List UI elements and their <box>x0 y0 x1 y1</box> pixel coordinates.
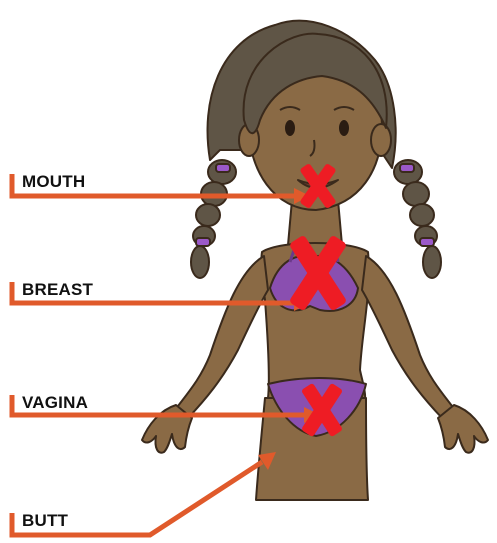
left-hair-tie <box>196 238 210 246</box>
right-hair-tie <box>420 238 434 246</box>
left-eye <box>285 120 295 136</box>
left-braid <box>191 160 236 278</box>
right-braid <box>394 160 441 278</box>
right-eye <box>339 120 349 136</box>
left-hair-tie-top <box>216 164 230 172</box>
right-ear <box>371 124 391 156</box>
right-hand <box>438 405 488 453</box>
left-hand <box>142 405 192 453</box>
vagina-label: VAGINA <box>22 393 88 413</box>
left-arm <box>175 256 268 418</box>
right-arm <box>362 256 455 418</box>
butt-label: BUTT <box>22 511 68 531</box>
right-hair-tie-top <box>400 164 414 172</box>
mouth-label: MOUTH <box>22 172 85 192</box>
breast-label: BREAST <box>22 280 93 300</box>
